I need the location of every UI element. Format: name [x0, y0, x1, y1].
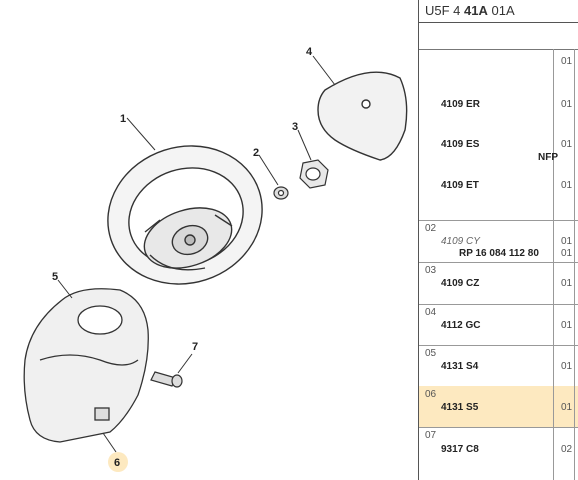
part-code[interactable]: 4109 CZ — [441, 278, 480, 289]
column-shroud-drawing — [23, 288, 149, 443]
qty: 01 — [561, 99, 573, 110]
qty: 02 — [561, 444, 573, 455]
group-index: 07 — [425, 430, 437, 441]
airbag-cover-drawing — [317, 71, 408, 161]
parts-group-04: 04 4112 GC 01 — [419, 304, 578, 346]
qty: 01 — [561, 402, 573, 413]
callout-2: 2 — [253, 147, 259, 159]
parts-group-07: 07 9317 C8 02 — [419, 427, 578, 480]
nfp-label: NFP — [538, 152, 558, 163]
callout-4: 4 — [306, 46, 313, 58]
header-spacer — [419, 22, 578, 50]
parts-list-panel: U5F 4 41A 01A 01 4109 ER 01 4109 ES 01 N… — [418, 0, 578, 480]
group-index: 02 — [425, 223, 437, 234]
qty: 01 — [561, 320, 573, 331]
part-code[interactable]: 4112 GC — [441, 320, 481, 331]
parts-group-05: 05 4131 S4 01 — [419, 345, 578, 387]
part-code[interactable]: 9317 C8 — [441, 444, 479, 455]
callout-1: 1 — [120, 113, 126, 125]
callout-6: 6 — [114, 457, 120, 469]
callout-6-highlight — [108, 452, 128, 472]
callout-5: 5 — [52, 271, 58, 283]
qty: 01 — [561, 248, 573, 259]
part-code[interactable]: 4131 S4 — [441, 361, 479, 372]
qty: 01 — [561, 56, 573, 67]
qty: 01 — [561, 180, 573, 191]
group-index: 03 — [425, 265, 437, 276]
callout-3: 3 — [292, 121, 298, 133]
parts-group-01: 01 4109 ER 01 4109 ES 01 NFP 4109 ET 01 — [419, 49, 578, 221]
part-code[interactable]: 4109 ET — [441, 180, 479, 191]
diagram-reference: U5F 4 41A 01A — [425, 3, 515, 18]
washer-drawing — [273, 186, 289, 200]
reference-header: U5F 4 41A 01A — [419, 0, 578, 23]
part-code[interactable]: 4131 S5 — [441, 402, 479, 413]
exploded-parts-diagram: 1 2 3 4 5 6 7 — [23, 46, 408, 472]
parts-group-03: 03 4109 CZ 01 — [419, 262, 578, 305]
parts-group-02: 02 4109 CY 01 RP 16 084 112 80 01 — [419, 220, 578, 263]
parts-group-06-selected[interactable]: 06 4131 S5 01 — [419, 386, 578, 428]
qty: 01 — [561, 139, 573, 150]
group-index: 04 — [425, 307, 437, 318]
callout-7: 7 — [192, 341, 198, 353]
replacement-note: RP 16 084 112 80 — [459, 248, 539, 259]
nut-drawing — [299, 159, 329, 189]
group-index: 06 — [425, 389, 437, 400]
screw-drawing — [150, 371, 183, 388]
qty: 01 — [561, 236, 573, 247]
qty: 01 — [561, 278, 573, 289]
part-code[interactable]: 4109 ER — [441, 99, 480, 110]
part-code[interactable]: 4109 CY — [441, 236, 480, 247]
group-index: 05 — [425, 348, 437, 359]
part-code[interactable]: 4109 ES — [441, 139, 480, 150]
qty: 01 — [561, 361, 573, 372]
steering-wheel-drawing — [107, 145, 263, 285]
